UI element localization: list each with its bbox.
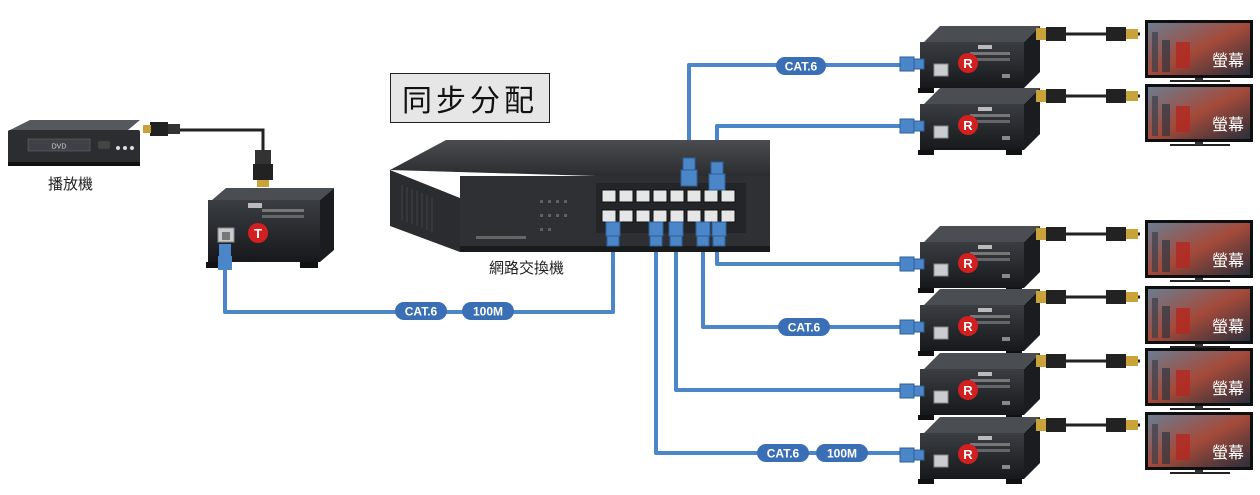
receiver-2-badge-letter: R <box>963 118 973 133</box>
receiver-4-badge-circle <box>958 316 978 336</box>
rj45-plugs-switch <box>605 157 727 247</box>
receiver-5: R <box>899 353 1140 420</box>
rj45-plug-receiver-3 <box>899 256 915 272</box>
receiver-5-badge-letter: R <box>963 383 973 398</box>
cable-switch-to-receiver-6 <box>654 240 900 455</box>
receiver-5-badge-circle <box>958 380 978 400</box>
cable-label-100m-bottom: 100M <box>816 444 868 462</box>
cable-label-cat6-bottom-text: CAT.6 <box>767 447 800 461</box>
source-caption: 播放機 <box>48 175 94 193</box>
receiver-units: R R R R R R <box>899 26 1140 484</box>
hdmi-cables <box>180 128 265 150</box>
receiver-6-badge-circle <box>958 444 978 464</box>
cable-switch-to-receiver-4 <box>701 240 900 329</box>
screen-3: 螢幕 <box>1145 220 1253 282</box>
cable-label-cat6-top-text: CAT.6 <box>785 60 818 74</box>
screen-4-label: 螢幕 <box>1212 317 1244 336</box>
cable-label-cat6-bottom: CAT.6 <box>757 444 809 462</box>
screen-5: 螢幕 <box>1145 348 1253 410</box>
screen-5-label: 螢幕 <box>1212 379 1244 398</box>
screen-3-label: 螢幕 <box>1212 251 1244 270</box>
rj45-plug-receiver-2 <box>899 118 915 134</box>
hdmi-cable-source <box>180 128 265 150</box>
screen-6-label: 螢幕 <box>1212 443 1244 462</box>
receiver-1-badge-circle <box>958 53 978 73</box>
cable-labels: CAT.6 CAT.6 CAT.6 100M CAT.6 100M <box>395 57 868 462</box>
rj45-plug-receiver-4 <box>899 319 915 335</box>
rj45-plug-receiver-6 <box>899 447 915 463</box>
cable-label-100m-bottom-text: 100M <box>827 447 857 461</box>
rj45-plug-transmitter <box>218 244 232 270</box>
receiver-1: R <box>899 26 1140 93</box>
screen-2-label: 螢幕 <box>1212 115 1244 134</box>
cable-switch-to-receiver-5 <box>674 240 900 392</box>
receiver-3-badge-circle <box>958 253 978 273</box>
cable-label-cat6-mid: CAT.6 <box>778 318 830 336</box>
cable-label-100m-transmitter-text: 100M <box>473 305 503 319</box>
screen-6: 螢幕 <box>1145 412 1253 474</box>
receiver-3: R <box>899 226 1140 293</box>
screen-4: 螢幕 <box>1145 286 1253 348</box>
cable-switch-to-receiver-1 <box>687 63 900 165</box>
receiver-4-badge-letter: R <box>963 319 973 334</box>
cable-label-100m-transmitter: 100M <box>462 302 514 320</box>
dvd-logo-text: DVD <box>52 144 67 151</box>
transmitter-badge-letter: T <box>254 226 262 241</box>
receiver-6-badge-letter: R <box>963 447 973 462</box>
receiver-4: R <box>899 289 1140 356</box>
receiver-1-badge-letter: R <box>963 56 973 71</box>
screen-1-label: 螢幕 <box>1212 51 1244 70</box>
rj45-plug-receiver-1 <box>899 56 915 72</box>
cable-label-cat6-transmitter: CAT.6 <box>395 302 447 320</box>
hdmi-plug-source <box>143 122 180 136</box>
cable-label-cat6-top: CAT.6 <box>776 57 826 75</box>
receiver-3-badge-letter: R <box>963 256 973 271</box>
screen-2: 螢幕 <box>1145 84 1253 146</box>
receiver-2: R <box>899 88 1140 155</box>
receiver-6: R <box>899 417 1140 484</box>
hdmi-plug-transmitter <box>253 150 273 187</box>
rj45-plug-receiver-5 <box>899 383 915 399</box>
transmitter-badge-circle <box>248 223 268 243</box>
receiver-2-badge-circle <box>958 115 978 135</box>
cable-label-cat6-mid-text: CAT.6 <box>788 321 821 335</box>
cat6-cables <box>223 63 900 455</box>
dvd-player: DVD <box>8 120 140 166</box>
diagram-title: 同步分配 <box>390 73 550 123</box>
switch-caption: 網路交換機 <box>489 259 565 277</box>
screen-1: 螢幕 <box>1145 20 1253 82</box>
cable-label-cat6-transmitter-text: CAT.6 <box>405 305 438 319</box>
